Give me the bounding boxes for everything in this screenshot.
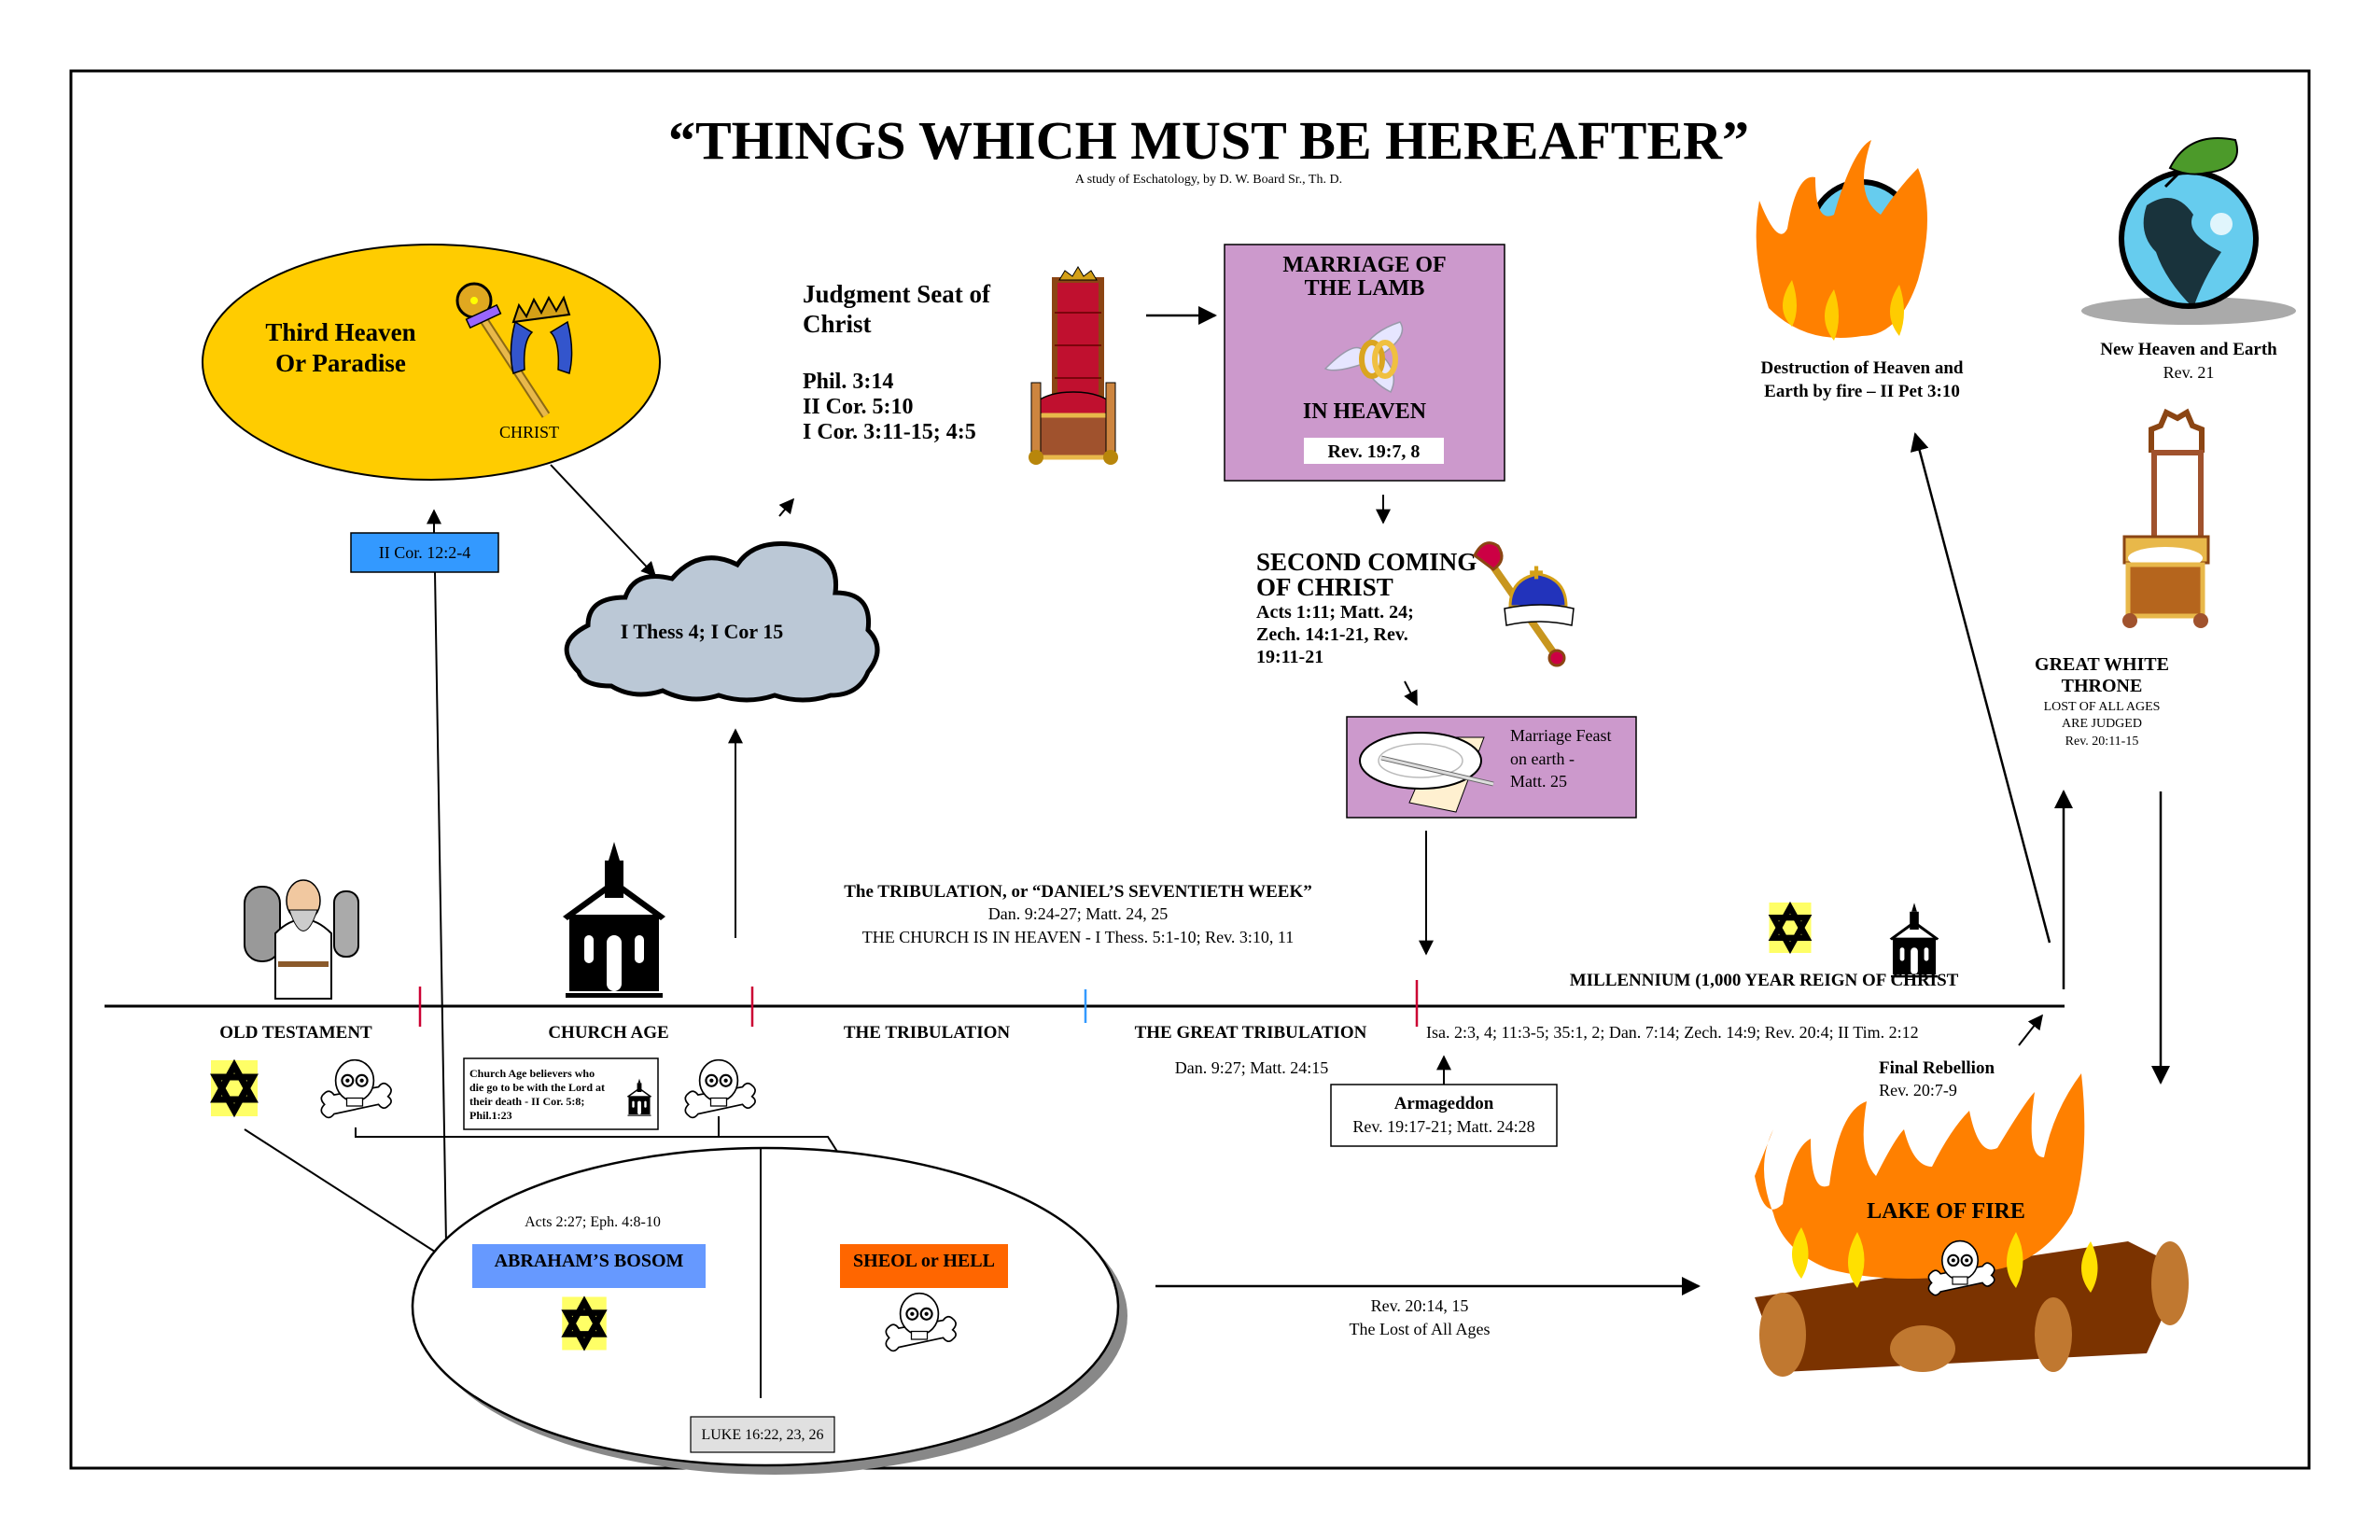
ot-skull-icon — [320, 1058, 393, 1119]
tribulation-note-line3: THE CHURCH IS IN HEAVEN - I Thess. 5:1-1… — [862, 928, 1294, 946]
second-coming-ref-2: Zech. 14:1-21, Rev. — [1256, 624, 1408, 645]
judgment-seat-ref-3: I Cor. 3:11-15; 4:5 — [803, 420, 976, 444]
period-great-tribulation: THE GREAT TRIBULATION — [1135, 1023, 1367, 1043]
marriage-lamb-line3: IN HEAVEN — [1303, 399, 1427, 424]
paradise-group: Third Heaven Or Paradise CHRIST — [202, 244, 661, 481]
wedding-rings-icon — [1323, 321, 1404, 394]
throne-icon — [1029, 266, 1118, 465]
paradise-title-line2: Or Paradise — [275, 349, 406, 377]
church-age-note-box — [463, 1057, 659, 1130]
period-tribulation: THE TRIBULATION — [844, 1023, 1011, 1043]
paradise-christ-label: CHRIST — [499, 423, 559, 441]
final-rebellion-title: Final Rebellion — [1879, 1058, 1995, 1078]
judgment-seat-title-line2: Christ — [803, 310, 872, 338]
tribulation-note-line2: Dan. 9:24-27; Matt. 24, 25 — [988, 904, 1168, 923]
great-tribulation-ref: Dan. 9:27; Matt. 24:15 — [1175, 1058, 1329, 1077]
armageddon-ref: Rev. 19:17-21; Matt. 24:28 — [1352, 1117, 1534, 1136]
period-old-testament: OLD TESTAMENT — [219, 1023, 372, 1043]
rapture-cloud-ref: I Thess 4; I Cor 15 — [621, 620, 784, 643]
gwt-line2: THRONE — [2062, 676, 2143, 696]
marriage-feast-line2: on earth - — [1510, 749, 1575, 768]
armageddon-title: Armageddon — [1394, 1094, 1494, 1113]
crown-scepter-icon: ✚ — [1473, 541, 1575, 667]
gwt-line4: ARE JUDGED — [2062, 717, 2142, 731]
destruction-line1: Destruction of Heaven and — [1761, 358, 1964, 378]
paradise-ellipse — [202, 244, 661, 481]
sheol-ellipse — [411, 1146, 1120, 1467]
page-title: “THINGS WHICH MUST BE HEREAFTER” — [668, 110, 1749, 171]
cloud-icon — [564, 541, 880, 703]
gwt-line3: LOST OF ALL AGES — [2044, 700, 2161, 714]
second-coming-ref-1: Acts 1:11; Matt. 24; — [1256, 602, 1414, 623]
judgment-seat-ref-2: II Cor. 5:10 — [803, 395, 913, 419]
church-age-note-line1: Church Age believers who — [469, 1067, 595, 1080]
sheol-box — [840, 1244, 1008, 1288]
lost-arrow-line2: The Lost of All Ages — [1350, 1320, 1491, 1338]
second-coming-line2: OF CHRIST — [1256, 573, 1393, 601]
marriage-lamb-ref: Rev. 19:7, 8 — [1328, 441, 1421, 462]
millennium-star-icon — [1770, 903, 1812, 953]
ot-star-icon — [211, 1060, 258, 1116]
lake-of-fire-label: LAKE OF FIRE — [1867, 1199, 2025, 1224]
tribulation-note-line1: The TRIBULATION, or “DANIEL’S SEVENTIETH… — [844, 882, 1312, 902]
luke-ref-box — [690, 1416, 835, 1453]
new-heaven-line1: New Heaven and Earth — [2100, 340, 2277, 359]
paradise-ref-text: II Cor. 12:2-4 — [379, 543, 471, 562]
svg-text:✚: ✚ — [1529, 564, 1543, 582]
church-age-note-line4: Phil.1:23 — [469, 1109, 512, 1122]
armageddon-box — [1330, 1084, 1558, 1147]
marriage-lamb-ref-box — [1304, 438, 1444, 464]
page-frame — [69, 69, 2311, 1470]
period-church-age: CHURCH AGE — [548, 1023, 668, 1043]
marriage-lamb-line2: THE LAMB — [1305, 276, 1425, 301]
plate-fork-icon — [1359, 732, 1494, 813]
second-coming-line1: SECOND COMING — [1256, 548, 1477, 576]
sheol-label: SHEOL or HELL — [853, 1251, 995, 1271]
moses-icon — [244, 879, 359, 1000]
millennium-church-icon — [1889, 903, 1939, 978]
campfire-icon — [1755, 1073, 2189, 1377]
abraham-bosom-label: ABRAHAM’S BOSOM — [495, 1251, 684, 1271]
final-rebellion-ref: Rev. 20:7-9 — [1879, 1081, 1957, 1099]
burning-earth-icon — [1756, 140, 1927, 341]
millennium-refs: Isa. 2:3, 4; 11:3-5; 35:1, 2; Dan. 7:14;… — [1426, 1023, 1919, 1042]
marriage-feast-line3: Matt. 25 — [1510, 772, 1567, 791]
marriage-feast-line1: Marriage Feast — [1510, 726, 1611, 745]
church-age-note-line2: die go to be with the Lord at — [469, 1081, 605, 1094]
church-age-skull-icon — [684, 1058, 757, 1119]
luke-ref: LUKE 16:22, 23, 26 — [701, 1427, 823, 1443]
crown-icon — [510, 295, 573, 374]
gwt-line5: Rev. 20:11-15 — [2065, 735, 2139, 749]
globe-leaf-icon — [2081, 137, 2296, 325]
white-throne-icon — [2122, 408, 2210, 628]
second-coming-ref-3: 19:11-21 — [1256, 647, 1323, 667]
paradise-ref-box — [350, 532, 499, 573]
judgment-seat-title-line1: Judgment Seat of — [803, 280, 991, 308]
destruction-line2: Earth by fire – II Pet 3:10 — [1764, 382, 1960, 401]
millennium-label: MILLENNIUM (1,000 YEAR REIGN OF CHRIST — [1570, 971, 1959, 990]
page-subtitle: A study of Eschatology, by D. W. Board S… — [1075, 173, 1342, 187]
church-age-note-line3: their death - II Cor. 5:8; — [469, 1095, 584, 1108]
abraham-bosom-box — [472, 1244, 706, 1288]
marriage-lamb-line1: MARRIAGE OF — [1282, 253, 1446, 277]
sheol-ref-top: Acts 2:27; Eph. 4:8-10 — [525, 1214, 661, 1230]
new-heaven-line2: Rev. 21 — [2163, 363, 2215, 382]
church-icon — [563, 842, 665, 998]
paradise-title-line1: Third Heaven — [265, 318, 415, 346]
abraham-star-icon — [562, 1297, 607, 1351]
gwt-line1: GREAT WHITE — [2035, 654, 2169, 675]
judgment-seat-ref-1: Phil. 3:14 — [803, 370, 893, 394]
lost-arrow-line1: Rev. 20:14, 15 — [1371, 1296, 1469, 1315]
